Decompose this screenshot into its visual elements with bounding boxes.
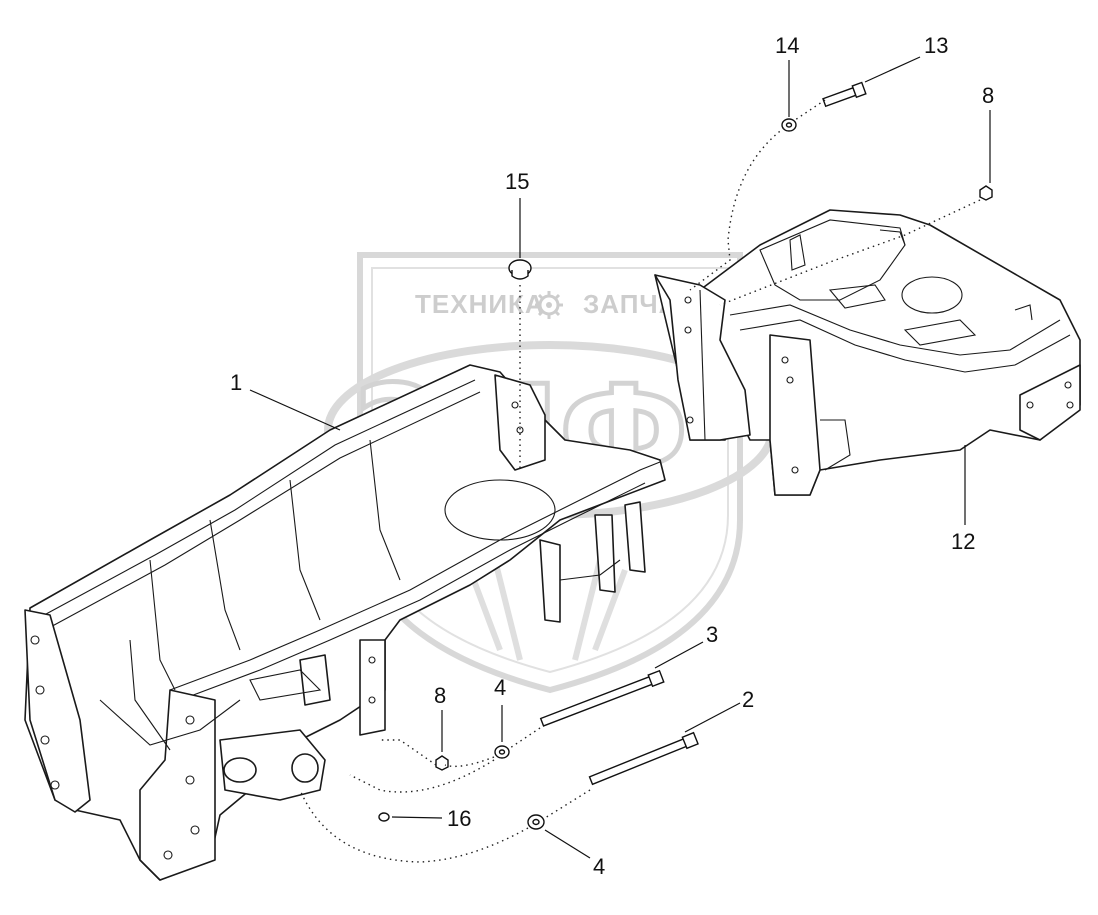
watermark-stripes: [467, 559, 628, 661]
callout-16: 16: [447, 806, 471, 831]
callout-8-upper: 8: [982, 83, 994, 108]
main-frame-part-1: [24, 364, 666, 881]
leader-lines: [249, 56, 991, 859]
gear-icon: [535, 291, 563, 319]
nut-8-upper: [979, 185, 993, 201]
callout-13: 13: [924, 33, 948, 58]
callout-3: 3: [706, 622, 718, 647]
bolt-13: [822, 81, 867, 108]
nut-8-lower: [435, 755, 449, 771]
callout-15: 15: [505, 169, 529, 194]
watermark-text-left: ТЕХНИКА: [415, 289, 545, 319]
callout-2: 2: [742, 687, 754, 712]
bolt-3: [539, 669, 665, 727]
rear-frame-part-12: [654, 209, 1081, 496]
assembly-paths: [299, 99, 981, 863]
callout-14: 14: [775, 33, 799, 58]
callout-8-lower: 8: [434, 683, 446, 708]
washer-14: [781, 118, 797, 132]
bolt-2: [588, 731, 699, 786]
callout-1: 1: [230, 370, 242, 395]
plug-15: [508, 259, 532, 280]
washer-4-lower: [527, 814, 545, 830]
callout-4-lower: 4: [593, 854, 605, 879]
callout-4-upper: 4: [494, 675, 506, 700]
plug-16: [378, 812, 390, 822]
callout-labels: 1 2 3 4 4 8 8 12 13 14 15 16: [230, 33, 994, 879]
callout-12: 12: [951, 529, 975, 554]
washer-4-upper: [494, 745, 510, 759]
